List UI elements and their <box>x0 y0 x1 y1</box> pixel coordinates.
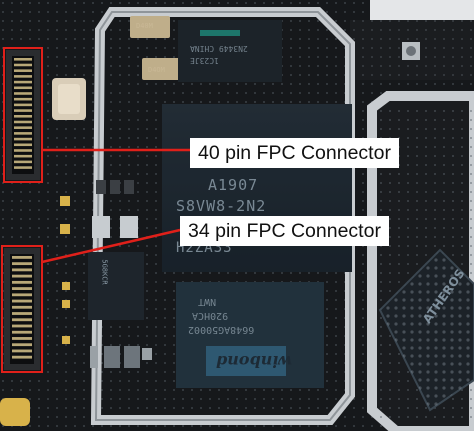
connector-pin <box>12 349 32 353</box>
callout-line-34 <box>41 228 181 264</box>
connector-pin <box>14 97 32 101</box>
connector-pin <box>14 92 32 95</box>
winbond-logo: winbond <box>216 352 293 371</box>
left-chip-marking: 5G8KCR <box>100 259 109 285</box>
connector-pin <box>14 126 32 129</box>
connector-pin <box>12 312 32 315</box>
connector-pin <box>14 132 32 135</box>
connector-pin <box>12 268 32 272</box>
connector-pin <box>14 166 32 169</box>
connector-pin <box>14 149 32 152</box>
connector-pin <box>14 80 32 84</box>
connector-pin <box>12 324 32 328</box>
connector-pin <box>14 86 32 90</box>
fpc-connector-34 <box>4 248 40 370</box>
connector-pin <box>12 330 32 334</box>
main-chip-marking-1: A1907 <box>208 176 259 194</box>
connector-pin <box>12 305 32 309</box>
crystal-oscillator-1 <box>130 16 170 38</box>
connector-pin <box>12 343 32 347</box>
left-ic-chip <box>88 252 144 320</box>
connector-34-highlight-box <box>1 245 43 373</box>
connector-pin <box>14 58 32 61</box>
connector-pin <box>12 274 32 278</box>
main-chip-marking-2: S8VW8-2N2 <box>176 197 267 215</box>
connector-pin <box>12 287 32 290</box>
connector-pin <box>14 103 32 107</box>
passive-components <box>90 180 152 368</box>
connector-pin <box>14 75 32 78</box>
crystal-oscillator-2 <box>142 58 182 80</box>
connector-pin <box>12 355 32 359</box>
connector-pin <box>12 280 32 284</box>
connector-pin <box>14 69 32 72</box>
connector-pin <box>14 137 32 141</box>
connector-pin <box>12 337 32 340</box>
connector-pin <box>12 299 32 303</box>
connector-pin <box>12 318 32 322</box>
crystal-2-marking: D4OM <box>148 66 165 74</box>
fpc-connector-40 <box>6 50 40 180</box>
connector-pin <box>14 115 32 118</box>
memory-marking-3: 6648AG50002 <box>188 324 255 335</box>
connector-pin <box>14 120 32 124</box>
connector-pin <box>12 256 32 259</box>
callout-40-pin-connector: 40 pin FPC Connector <box>190 138 399 168</box>
top-chip-marking-1: 2N3449 CHINA <box>190 44 248 53</box>
connector-pin <box>12 293 32 297</box>
connector-pin <box>14 143 32 147</box>
callout-34-pin-connector: 34 pin FPC Connector <box>180 216 389 246</box>
connector-40-highlight-box <box>3 47 43 183</box>
connector-pin <box>14 63 32 67</box>
memory-marking-1: NWT <box>198 296 217 307</box>
connector-pin <box>12 262 32 266</box>
connector-pin <box>14 160 32 164</box>
connector-pin <box>14 154 32 158</box>
memory-marking-2: 920HCA <box>192 310 229 321</box>
connector-pin <box>14 109 32 112</box>
top-chip-marking-2: 1C23JE <box>190 56 219 65</box>
crystal-1-marking: D40M <box>136 22 153 30</box>
